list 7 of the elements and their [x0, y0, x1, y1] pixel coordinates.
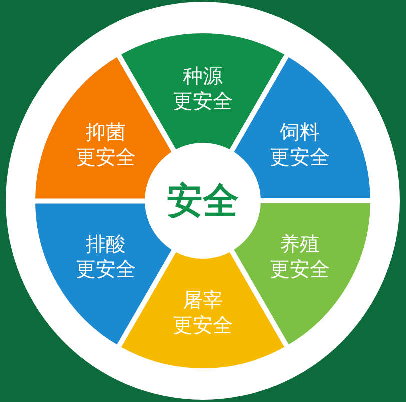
- segment-label: 养殖更安全: [270, 232, 330, 282]
- segment-label: 抑菌更安全: [76, 120, 136, 170]
- segment-label: 屠宰更安全: [173, 288, 233, 338]
- segment-label: 饲料更安全: [270, 120, 330, 170]
- segment-label: 种源更安全: [173, 64, 233, 114]
- segment-label: 排酸更安全: [76, 232, 136, 282]
- center-label: 安全: [167, 180, 239, 224]
